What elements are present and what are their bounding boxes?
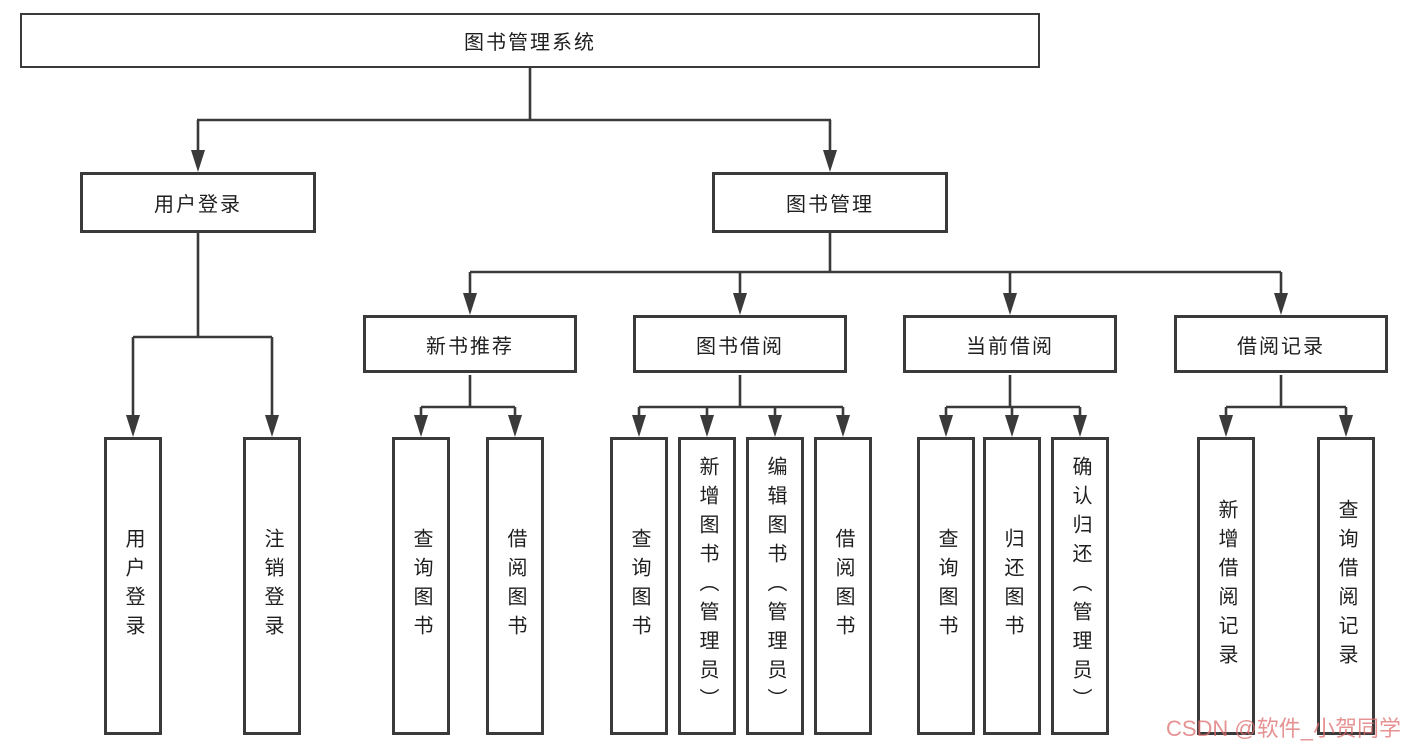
node-label: 确认归还（管理员）: [1069, 455, 1091, 717]
node-user-login: 用户登录: [80, 172, 316, 233]
node-label: 借阅记录: [1237, 335, 1325, 358]
node-book-management: 图书管理: [712, 172, 948, 233]
leaf-return-book: 归还图书: [983, 437, 1041, 735]
leaf-borrow-book: 借阅图书: [814, 437, 872, 735]
leaf-query-book-current: 查询图书: [917, 437, 975, 735]
node-label: 用户登录: [154, 194, 242, 216]
leaf-add-borrow-record: 新增借阅记录: [1197, 437, 1255, 735]
node-label: 新增图书（管理员）: [696, 455, 718, 717]
leaf-edit-book-admin: 编辑图书（管理员）: [746, 437, 804, 735]
leaf-add-book-admin: 新增图书（管理员）: [678, 437, 736, 735]
leaf-query-book-recommend: 查询图书: [392, 437, 450, 735]
node-label: 注销登录: [261, 528, 283, 644]
node-label: 图书借阅: [696, 335, 784, 358]
node-book-borrowing: 图书借阅: [633, 315, 847, 373]
node-label: 当前借阅: [966, 335, 1054, 358]
node-label: 归还图书: [1001, 528, 1023, 644]
leaf-query-book-borrowing: 查询图书: [610, 437, 668, 735]
node-label: 图书管理: [786, 194, 874, 216]
node-label: 新书推荐: [426, 335, 514, 358]
leaf-borrow-book-recommend: 借阅图书: [486, 437, 544, 735]
node-label: 新增借阅记录: [1215, 499, 1237, 673]
node-label: 图书管理系统: [464, 32, 596, 54]
node-label: 借阅图书: [504, 528, 526, 644]
node-label: 查询图书: [410, 528, 432, 644]
leaf-query-borrow-record: 查询借阅记录: [1317, 437, 1375, 735]
node-label: 查询借阅记录: [1335, 499, 1357, 673]
node-label: 用户登录: [122, 528, 144, 644]
node-borrowing-records: 借阅记录: [1174, 315, 1388, 373]
watermark-text: CSDN @软件_小贺同学: [1165, 716, 1401, 741]
node-current-borrowing: 当前借阅: [903, 315, 1117, 373]
node-new-book-recommendation: 新书推荐: [363, 315, 577, 373]
leaf-user-login: 用户登录: [104, 437, 162, 735]
leaf-logout: 注销登录: [243, 437, 301, 735]
node-library-management-system: 图书管理系统: [20, 13, 1040, 68]
node-label: 查询图书: [935, 528, 957, 644]
node-label: 查询图书: [628, 528, 650, 644]
leaf-confirm-return-admin: 确认归还（管理员）: [1051, 437, 1109, 735]
node-label: 借阅图书: [832, 528, 854, 644]
node-label: 编辑图书（管理员）: [764, 455, 786, 717]
